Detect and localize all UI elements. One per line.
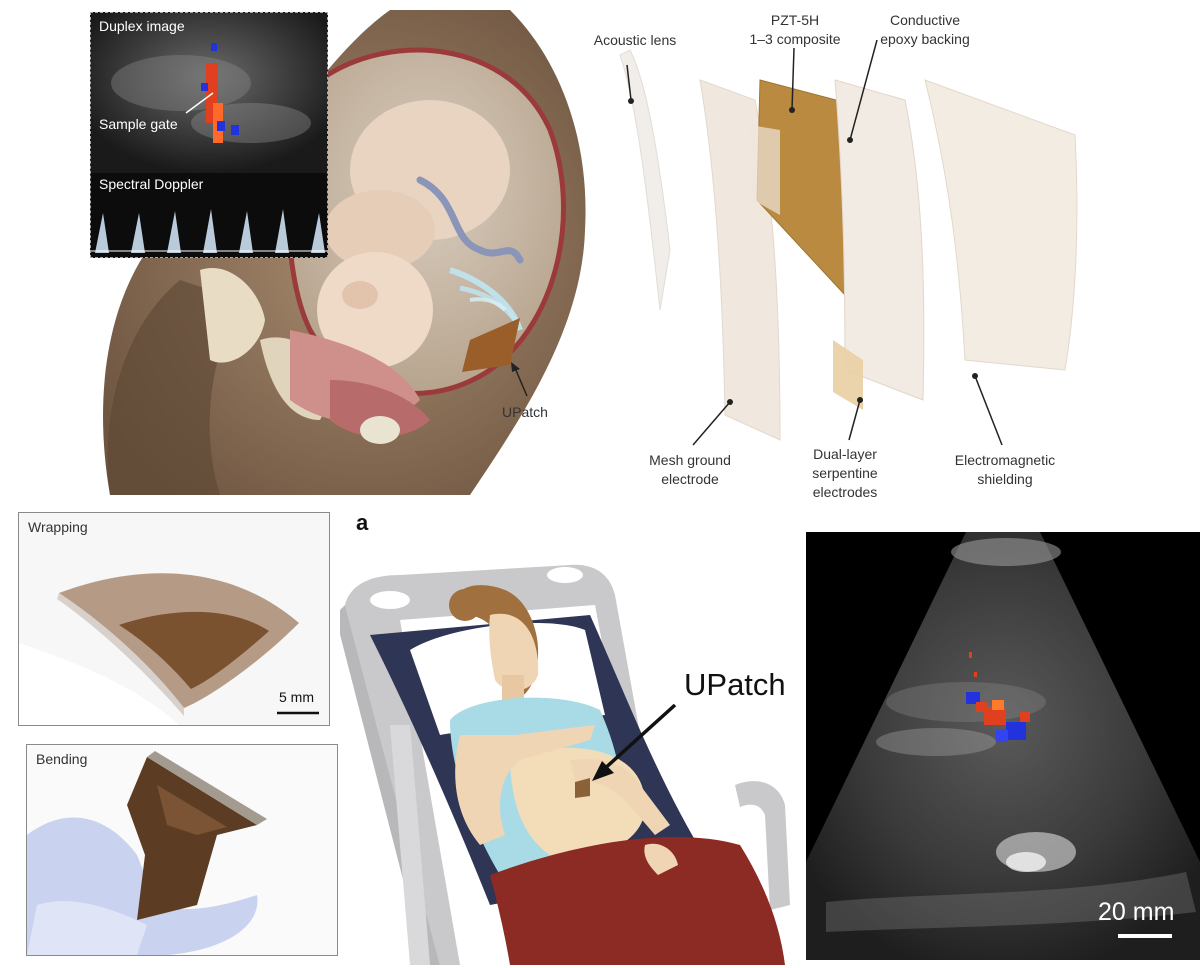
wrapping-panel: Wrapping 5 mm bbox=[18, 512, 330, 726]
spectral-doppler-label: Spectral Doppler bbox=[99, 176, 204, 192]
sample-gate-label: Sample gate bbox=[99, 116, 178, 132]
pregnancy-illustration bbox=[90, 0, 610, 495]
patient-bed-illustration bbox=[340, 564, 790, 965]
acoustic-lens-label: Acoustic lens bbox=[593, 32, 677, 48]
layer-stack-diagram bbox=[619, 40, 1078, 446]
epoxy-label-line2: epoxy backing bbox=[880, 31, 970, 47]
serpentine-label-line1: Dual-layer bbox=[813, 446, 877, 462]
duplex-ultrasound-inset: Duplex image Sample gate Spectral Dopple… bbox=[90, 12, 328, 258]
wrapping-photo bbox=[19, 573, 319, 725]
ultrasound-sector-image bbox=[806, 532, 1200, 960]
serpentine-label-line2: serpentine bbox=[812, 465, 878, 481]
bending-title: Bending bbox=[36, 751, 88, 767]
pzt-label-line2: 1–3 composite bbox=[749, 31, 841, 47]
em-label-line1: Electromagnetic bbox=[954, 452, 1056, 468]
pzt-label-line1: PZT-5H bbox=[770, 12, 820, 28]
mesh-label-line1: Mesh ground bbox=[649, 452, 731, 468]
em-label-line2: shielding bbox=[977, 471, 1033, 487]
ultrasound-scale-label: 20 mm bbox=[1098, 898, 1175, 926]
upatch-label-patient: UPatch bbox=[684, 667, 786, 702]
upatch-label-top: UPatch bbox=[502, 404, 548, 420]
ultrasound-bmode-panel: 20 mm bbox=[806, 532, 1200, 960]
panel-letter-a: a bbox=[356, 510, 369, 535]
bending-photo bbox=[27, 751, 267, 955]
duplex-image bbox=[91, 13, 327, 257]
epoxy-label-line1: Conductive bbox=[889, 12, 961, 28]
upatch-arrow-top bbox=[511, 362, 528, 397]
wrapping-title: Wrapping bbox=[28, 519, 88, 535]
pregnancy-cross-section bbox=[103, 10, 586, 495]
wrapping-scale-label: 5 mm bbox=[279, 689, 314, 705]
bending-panel: Bending bbox=[26, 744, 338, 956]
duplex-image-label: Duplex image bbox=[99, 18, 185, 34]
serpentine-label-line3: electrodes bbox=[812, 484, 878, 500]
mesh-label-line2: electrode bbox=[661, 471, 719, 487]
